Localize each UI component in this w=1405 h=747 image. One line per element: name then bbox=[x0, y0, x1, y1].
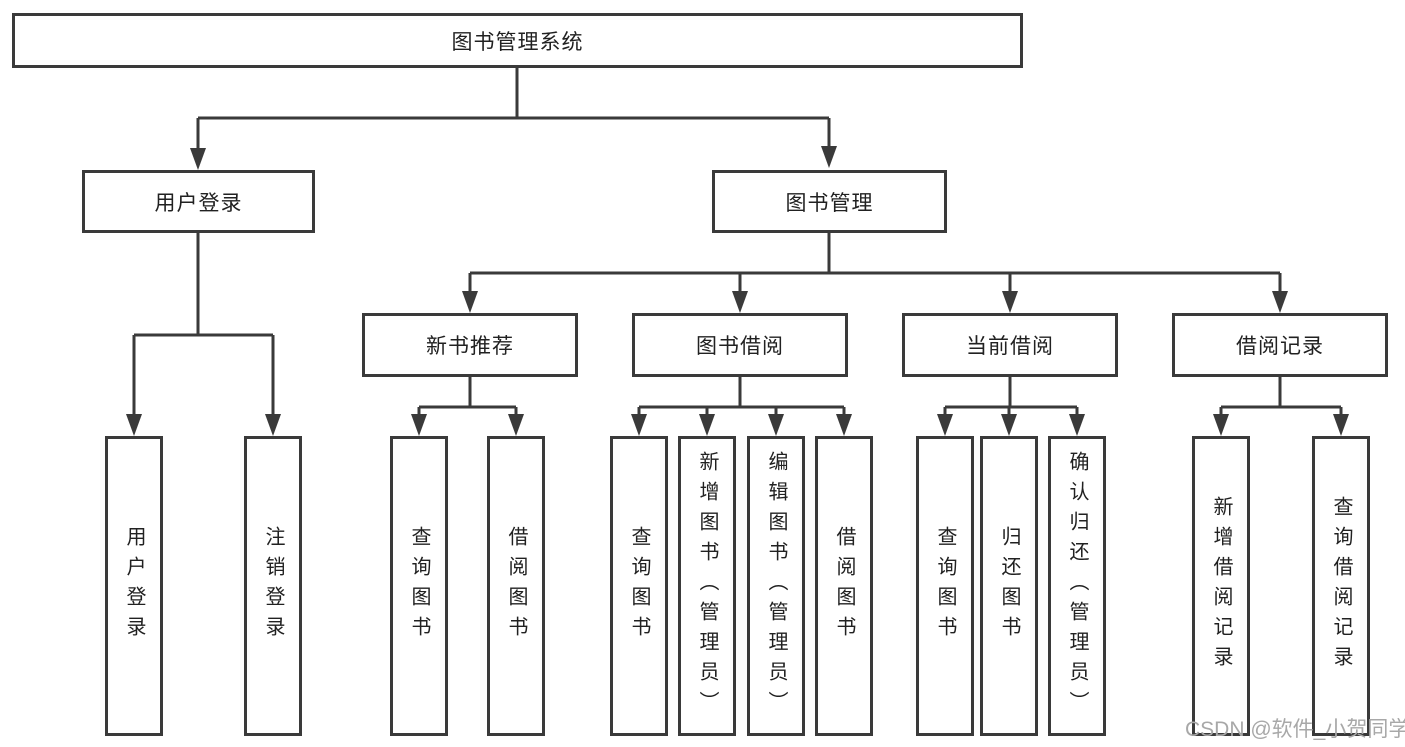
leaf-add-book-admin: 新增图书（管理员） bbox=[678, 436, 736, 736]
leaf-logout: 注销登录 bbox=[244, 436, 302, 736]
leaf-label: 确认归还（管理员） bbox=[1066, 451, 1088, 721]
node-book-management-branch: 图书管理 bbox=[712, 170, 947, 233]
leaf-query-book-2: 查询图书 bbox=[610, 436, 668, 736]
node-book-borrow: 图书借阅 bbox=[632, 313, 848, 377]
node-new-book-recommend: 新书推荐 bbox=[362, 313, 578, 377]
leaf-label: 用户登录 bbox=[123, 526, 145, 646]
node-system-root: 图书管理系统 bbox=[12, 13, 1023, 68]
leaf-borrow-book-2: 借阅图书 bbox=[815, 436, 873, 736]
leaf-borrow-book-1: 借阅图书 bbox=[487, 436, 545, 736]
node-current-borrow: 当前借阅 bbox=[902, 313, 1118, 377]
node-label: 当前借阅 bbox=[966, 335, 1054, 358]
node-borrow-record: 借阅记录 bbox=[1172, 313, 1388, 377]
leaf-label: 查询借阅记录 bbox=[1330, 496, 1352, 676]
leaf-label: 新增图书（管理员） bbox=[696, 451, 718, 721]
leaf-label: 查询图书 bbox=[934, 526, 956, 646]
node-label: 图书借阅 bbox=[696, 335, 784, 358]
leaf-user-login: 用户登录 bbox=[105, 436, 163, 736]
leaf-confirm-return-admin: 确认归还（管理员） bbox=[1048, 436, 1106, 736]
leaf-label: 借阅图书 bbox=[505, 526, 527, 646]
node-label: 借阅记录 bbox=[1236, 335, 1324, 358]
leaf-label: 借阅图书 bbox=[833, 526, 855, 646]
leaf-label: 新增借阅记录 bbox=[1210, 496, 1232, 676]
leaf-label: 查询图书 bbox=[408, 526, 430, 646]
leaf-label: 注销登录 bbox=[262, 526, 284, 646]
leaf-query-book-3: 查询图书 bbox=[916, 436, 974, 736]
leaf-query-book-1: 查询图书 bbox=[390, 436, 448, 736]
leaf-label: 归还图书 bbox=[998, 526, 1020, 646]
leaf-return-book: 归还图书 bbox=[980, 436, 1038, 736]
csdn-watermark: CSDN @软件_小贺同学 bbox=[1185, 718, 1405, 741]
leaf-query-borrow-record: 查询借阅记录 bbox=[1312, 436, 1370, 736]
leaf-label: 编辑图书（管理员） bbox=[765, 451, 787, 721]
node-label: 图书管理 bbox=[785, 191, 874, 215]
leaf-add-borrow-record: 新增借阅记录 bbox=[1192, 436, 1250, 736]
leaf-label: 查询图书 bbox=[628, 526, 650, 646]
arrowheads bbox=[126, 146, 1349, 436]
node-label: 用户登录 bbox=[154, 191, 243, 215]
node-label: 图书管理系统 bbox=[451, 30, 584, 54]
node-user-login-branch: 用户登录 bbox=[82, 170, 315, 233]
node-label: 新书推荐 bbox=[426, 335, 514, 358]
leaf-edit-book-admin: 编辑图书（管理员） bbox=[747, 436, 805, 736]
